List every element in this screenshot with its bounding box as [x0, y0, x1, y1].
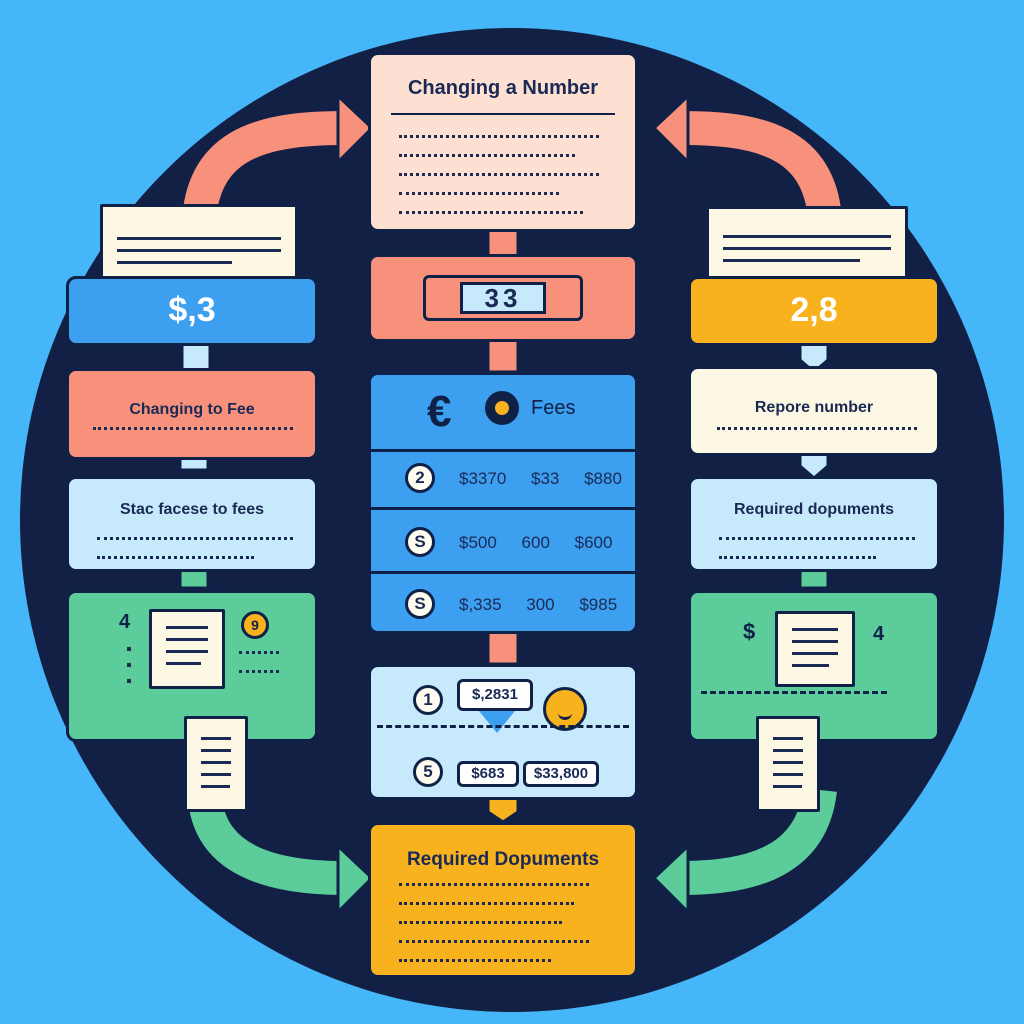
left-amount-card: $,3 — [66, 276, 318, 346]
bottom-card-text-lines — [399, 883, 589, 978]
right-floating-document — [756, 716, 820, 812]
right-green-card-divider — [701, 691, 887, 694]
fees-sep-1 — [371, 449, 635, 452]
arrow-top-right-head — [651, 92, 690, 166]
right-green-card-document — [775, 611, 855, 687]
right-folder-document — [706, 206, 908, 284]
calc-row-2-badge: 5 — [413, 757, 443, 787]
left-green-card-lines — [239, 651, 279, 689]
fee-row-2-text: $500 600 $600 — [459, 533, 613, 552]
calc-panel: 1 $,2831 5 $683 $33,800 — [368, 664, 638, 800]
right-card-1: Repore number — [688, 366, 940, 456]
right-green-card-label-left: $ — [743, 619, 756, 644]
left-card-2-title: Stac facese to fees — [119, 501, 265, 518]
left-green-card-coin: 9 — [241, 611, 269, 639]
arrow-top-left — [183, 111, 346, 214]
bottom-card: Required Dopuments — [368, 822, 638, 978]
left-folder-document — [100, 204, 298, 284]
arrow-bottom-right-head — [651, 842, 690, 916]
smiley-face-icon — [543, 687, 587, 731]
calc-row-1-chip: $,2831 — [457, 679, 533, 711]
code-box-value: 33 — [460, 282, 546, 314]
arrow-bottom-left-head — [336, 842, 375, 916]
left-card-2-lines — [97, 537, 293, 575]
calc-row-2-chip-a: $683 — [457, 761, 519, 787]
right-green-card-label-right: 4 — [873, 623, 885, 645]
top-card-rule — [391, 113, 615, 115]
arrow-top-right — [681, 111, 841, 214]
arrow-bottom-right — [681, 787, 837, 895]
connector-center-3 — [486, 630, 520, 666]
down-arrow-icon — [479, 711, 515, 733]
right-amount-card: 2,8 — [688, 276, 940, 346]
calc-dashed-divider — [377, 725, 629, 728]
fees-panel: € Fees 2 $3370 $33 $880 S $500 600 $600 … — [368, 372, 638, 634]
bottom-card-title: Required Dopuments — [406, 849, 600, 870]
left-card-2: Stac facese to fees — [66, 476, 318, 572]
right-card-2-lines — [719, 537, 915, 575]
arrow-top-left-head — [336, 92, 375, 166]
fees-sep-3 — [371, 571, 635, 574]
top-card-title: Changing a Number — [407, 77, 598, 99]
top-card: Changing a Number — [368, 52, 638, 232]
euro-icon: € — [427, 387, 452, 436]
right-card-1-title: Repore number — [754, 399, 874, 416]
right-amount-value: 2,8 — [790, 291, 838, 329]
calc-row-1-badge: 1 — [413, 685, 443, 715]
connector-center-2 — [486, 338, 520, 374]
fees-panel-title: Fees — [531, 397, 576, 419]
right-card-2: Required dopuments — [688, 476, 940, 572]
right-card-1-line — [717, 427, 917, 446]
fee-row-3-badge: S — [405, 589, 435, 619]
code-box-frame: 33 — [423, 275, 583, 321]
fee-row-2-badge: S — [405, 527, 435, 557]
connector-center-1 — [486, 228, 520, 258]
left-card-1-line — [93, 427, 293, 446]
left-green-card-label: 4 — [119, 611, 131, 633]
fees-sep-2 — [371, 507, 635, 510]
left-green-card-document — [149, 609, 225, 689]
right-card-2-title: Required dopuments — [733, 501, 894, 518]
calc-row-2-chip-b: $33,800 — [523, 761, 599, 787]
code-box-card: 33 — [368, 254, 638, 342]
target-icon — [485, 391, 519, 425]
fee-row-3-text: $,335 300 $985 — [459, 595, 618, 614]
fee-row-1-text: $3370 $33 $880 — [459, 469, 622, 488]
arrow-bottom-left — [188, 797, 346, 895]
left-floating-document — [184, 716, 248, 812]
left-green-card-dots — [127, 647, 131, 695]
left-amount-value: $,3 — [168, 291, 216, 329]
left-card-1-title: Changing to Fee — [129, 401, 255, 418]
fee-row-1-badge: 2 — [405, 463, 435, 493]
left-card-1: Changing to Fee — [66, 368, 318, 460]
top-card-text-lines — [399, 135, 599, 230]
